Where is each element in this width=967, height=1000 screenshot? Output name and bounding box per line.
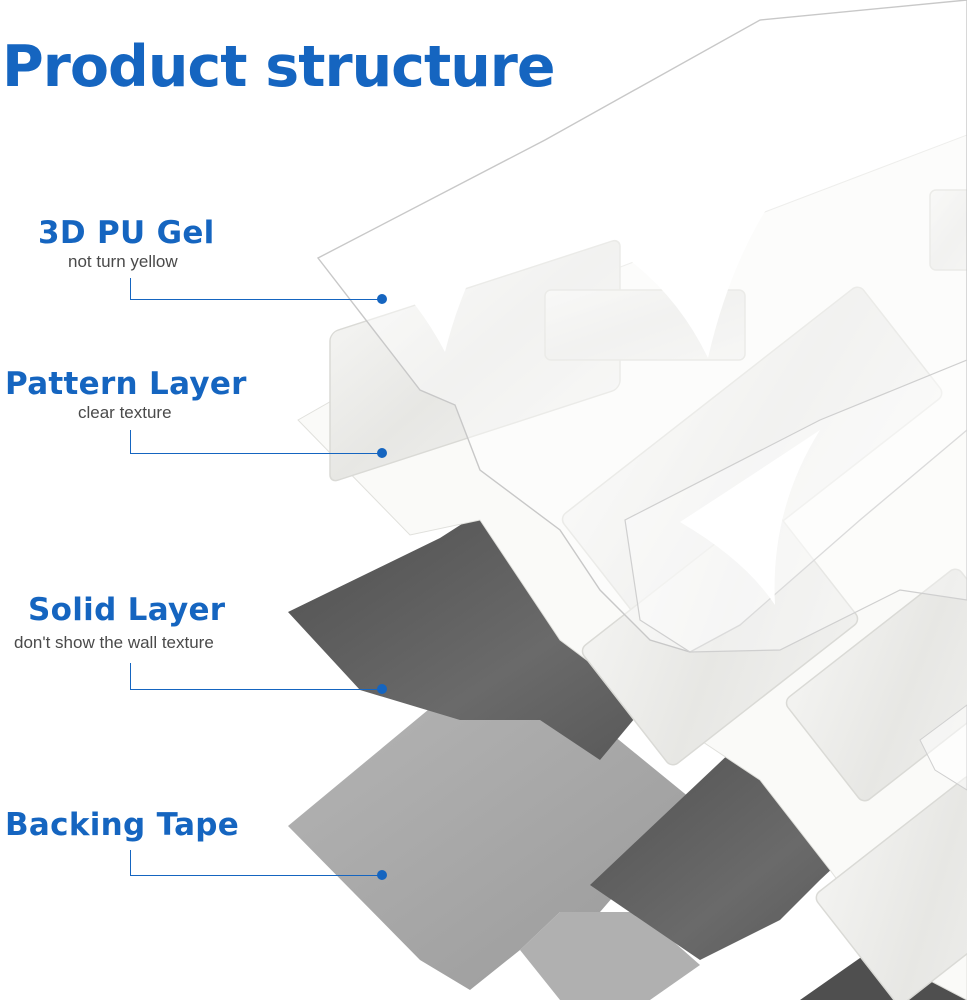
pu-gel-marker — [377, 294, 387, 304]
solid-layer-note: don't show the wall texture — [14, 633, 214, 652]
pattern-layer-label: Pattern Layer — [5, 366, 247, 402]
backing-tape-marker — [377, 870, 387, 880]
pattern-layer-note: clear texture — [78, 403, 172, 422]
backing-tape-sheet — [288, 700, 700, 1000]
backing-tape-leader — [130, 850, 383, 876]
pu-gel-sheet — [316, 0, 967, 791]
backing-tape-label: Backing Tape — [5, 807, 240, 843]
pu-gel-label: 3D PU Gel — [38, 215, 215, 251]
page-title: Product structure — [2, 34, 556, 100]
solid-layer-leader — [130, 663, 383, 690]
pattern-layer-leader — [130, 430, 383, 454]
pu-gel-note: not turn yellow — [68, 252, 178, 271]
solid-layer-marker — [377, 684, 387, 694]
pattern-layer-marker — [377, 448, 387, 458]
solid-layer-label: Solid Layer — [28, 592, 226, 628]
pu-gel-leader — [130, 278, 383, 300]
